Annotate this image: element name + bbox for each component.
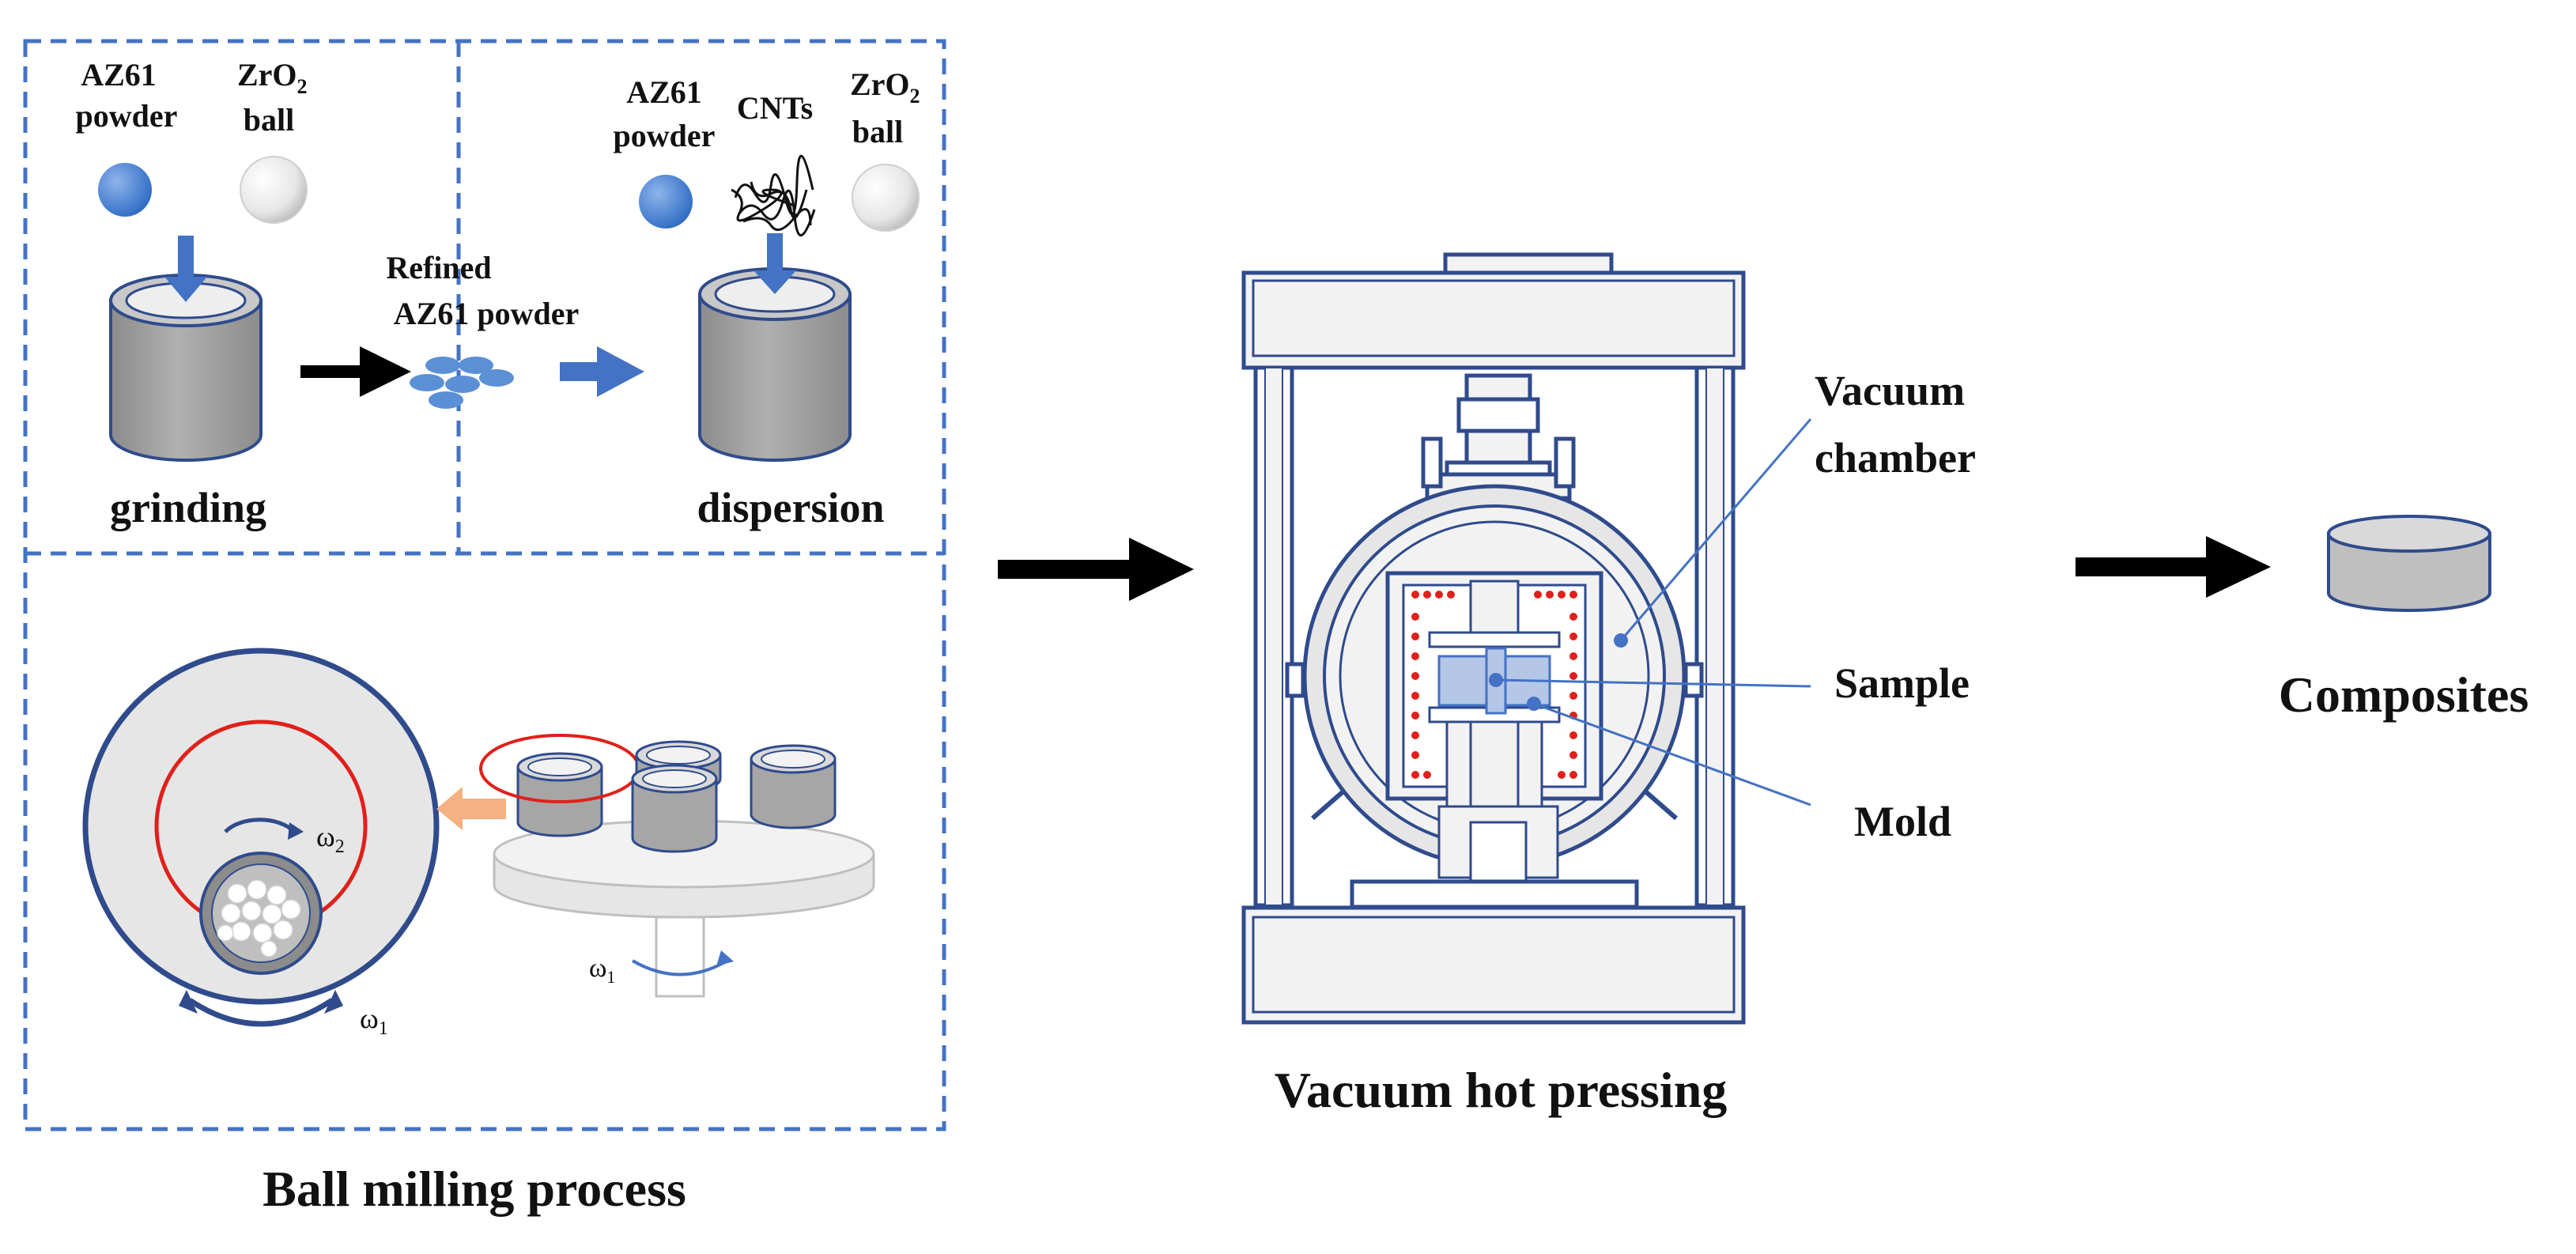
cnt-tangle-icon	[731, 154, 816, 236]
az61-powder-particle-icon	[98, 163, 152, 217]
refined-label-1: Refined	[386, 250, 491, 285]
right-arrow-icon	[2076, 536, 2271, 598]
planetary-turntable-icon	[493, 819, 875, 998]
vacuum-hot-press-machine	[1241, 252, 1746, 1025]
grinding-powder-label-1: AZ61	[81, 57, 157, 93]
dispersion-ball-label-1: ZrO2	[850, 66, 920, 108]
zro2-ball-icon	[240, 156, 308, 224]
ball-milling-caption: Ball milling process	[263, 1161, 686, 1217]
down-arrow-icon	[754, 233, 796, 294]
composites-caption: Composites	[2279, 667, 2529, 723]
callout-mold: Mold	[1854, 798, 1951, 845]
refined-powder-group: Refined AZ61 powder	[386, 250, 579, 409]
omega1-jar-label: ω1	[360, 1003, 388, 1039]
refined-label-2: AZ61 powder	[394, 296, 579, 331]
dispersion-step-label: dispersion	[697, 484, 884, 531]
heating-elements	[1411, 591, 1577, 779]
rotation-arrow-omega2-icon	[224, 818, 296, 833]
omega1-disk-label: ω1	[589, 954, 615, 987]
dispersion-panel: AZ61 powder CNTs ZrO2 ball dispersion	[614, 66, 920, 531]
left-arrow-icon	[436, 787, 506, 830]
dispersion-jar-icon	[698, 267, 852, 462]
callout-vacuum-chamber-2: chamber	[1815, 434, 1976, 482]
callout-sample: Sample	[1834, 659, 1970, 707]
callout-vacuum-chamber-1: Vacuum	[1815, 367, 1965, 414]
planetary-mill-panel: ω2 ω1 ω1	[82, 648, 875, 1039]
omega2-label: ω2	[316, 821, 345, 857]
composite-disk-icon	[2327, 515, 2491, 612]
grinding-jar-icon	[109, 274, 263, 462]
grinding-panel: AZ61 powder ZrO2 ball grinding	[76, 57, 308, 531]
vial-icon	[631, 764, 718, 853]
milling-balls-icon	[217, 879, 301, 957]
rotation-arrow-omega1-icon	[188, 998, 334, 1027]
hot-pressing-caption: Vacuum hot pressing	[1275, 1062, 1728, 1118]
blue-right-arrow-icon	[560, 346, 644, 397]
dispersion-ball-label-2: ball	[852, 114, 903, 149]
grinding-ball-label-1: ZrO2	[237, 57, 308, 98]
grinding-ball-label-2: ball	[244, 102, 294, 138]
vial-icon	[750, 744, 837, 829]
grinding-powder-label-2: powder	[76, 98, 178, 134]
right-arrow-icon	[998, 538, 1194, 601]
refined-powder-flakes-icon	[410, 357, 514, 409]
dispersion-powder-label-2: powder	[614, 118, 716, 153]
grinding-step-label: grinding	[110, 484, 266, 531]
dispersion-powder-label-1: AZ61	[626, 74, 702, 110]
right-arrow-icon	[300, 346, 411, 397]
callout-lines	[1489, 418, 1812, 806]
ball-milling-frame	[23, 39, 946, 1131]
az61-powder-particle-icon	[639, 175, 693, 229]
zro2-ball-icon	[852, 164, 920, 232]
cnt-label: CNTs	[737, 90, 813, 126]
mill-bowl-top-view	[82, 648, 440, 1005]
down-arrow-icon	[164, 236, 207, 302]
vial-icon	[516, 752, 603, 837]
